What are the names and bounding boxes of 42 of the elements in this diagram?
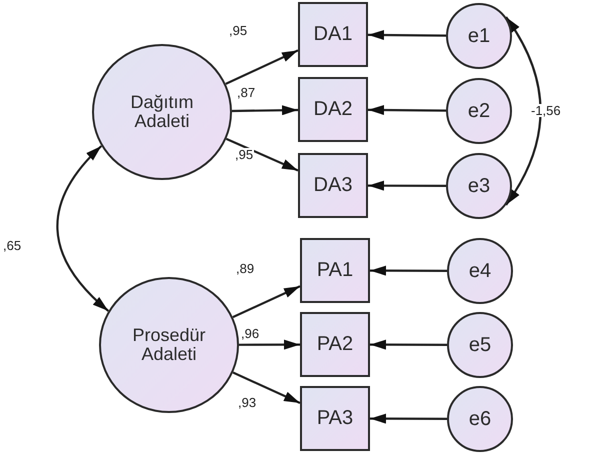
- node-label: e4: [468, 260, 492, 282]
- node-label: DA3: [314, 175, 352, 196]
- node-label: Prosedür Adaleti: [131, 326, 207, 364]
- edge-label: ,95: [228, 24, 248, 37]
- node-label: e2: [468, 100, 490, 122]
- node-label: PA1: [316, 260, 354, 281]
- node-label: DA1: [314, 24, 352, 45]
- arrow: [368, 30, 446, 40]
- node-label: e1: [468, 26, 490, 46]
- node-label: PA3: [316, 408, 354, 429]
- arrow: [232, 105, 298, 116]
- edge-label: ,87: [236, 86, 256, 99]
- arrow: [368, 105, 446, 116]
- arrow: [368, 180, 446, 191]
- node-label: e5: [468, 334, 492, 356]
- edge-label: ,65: [2, 239, 22, 252]
- observed-variable-box: [300, 386, 370, 451]
- edge-label: ,96: [240, 327, 260, 340]
- arrow: [370, 340, 447, 350]
- edge-label: -1,56: [530, 104, 562, 117]
- node-label: Dağıtım Adaleti: [129, 93, 195, 131]
- arrow: [226, 138, 298, 172]
- arrow: [370, 266, 447, 276]
- arrow: [239, 340, 300, 350]
- arrow: [232, 372, 300, 404]
- observed-variable-box: [298, 2, 368, 67]
- arrow: [225, 49, 298, 85]
- edge-label: ,89: [235, 262, 256, 275]
- node-label: e6: [468, 408, 492, 430]
- observed-variable-box: [298, 153, 368, 218]
- edge-label: ,95: [234, 148, 254, 161]
- node-label: DA2: [314, 99, 352, 120]
- node-label: PA2: [316, 334, 354, 355]
- node-label: e3: [468, 176, 490, 196]
- observed-variable-box: [298, 77, 368, 142]
- arrow: [370, 414, 447, 424]
- observed-variable-box: [300, 312, 370, 377]
- arrow: [232, 285, 300, 318]
- covariance-arrow: [505, 16, 542, 206]
- edge-label: ,93: [237, 396, 258, 409]
- covariance-arrow: [56, 145, 110, 312]
- observed-variable-box: [300, 238, 370, 303]
